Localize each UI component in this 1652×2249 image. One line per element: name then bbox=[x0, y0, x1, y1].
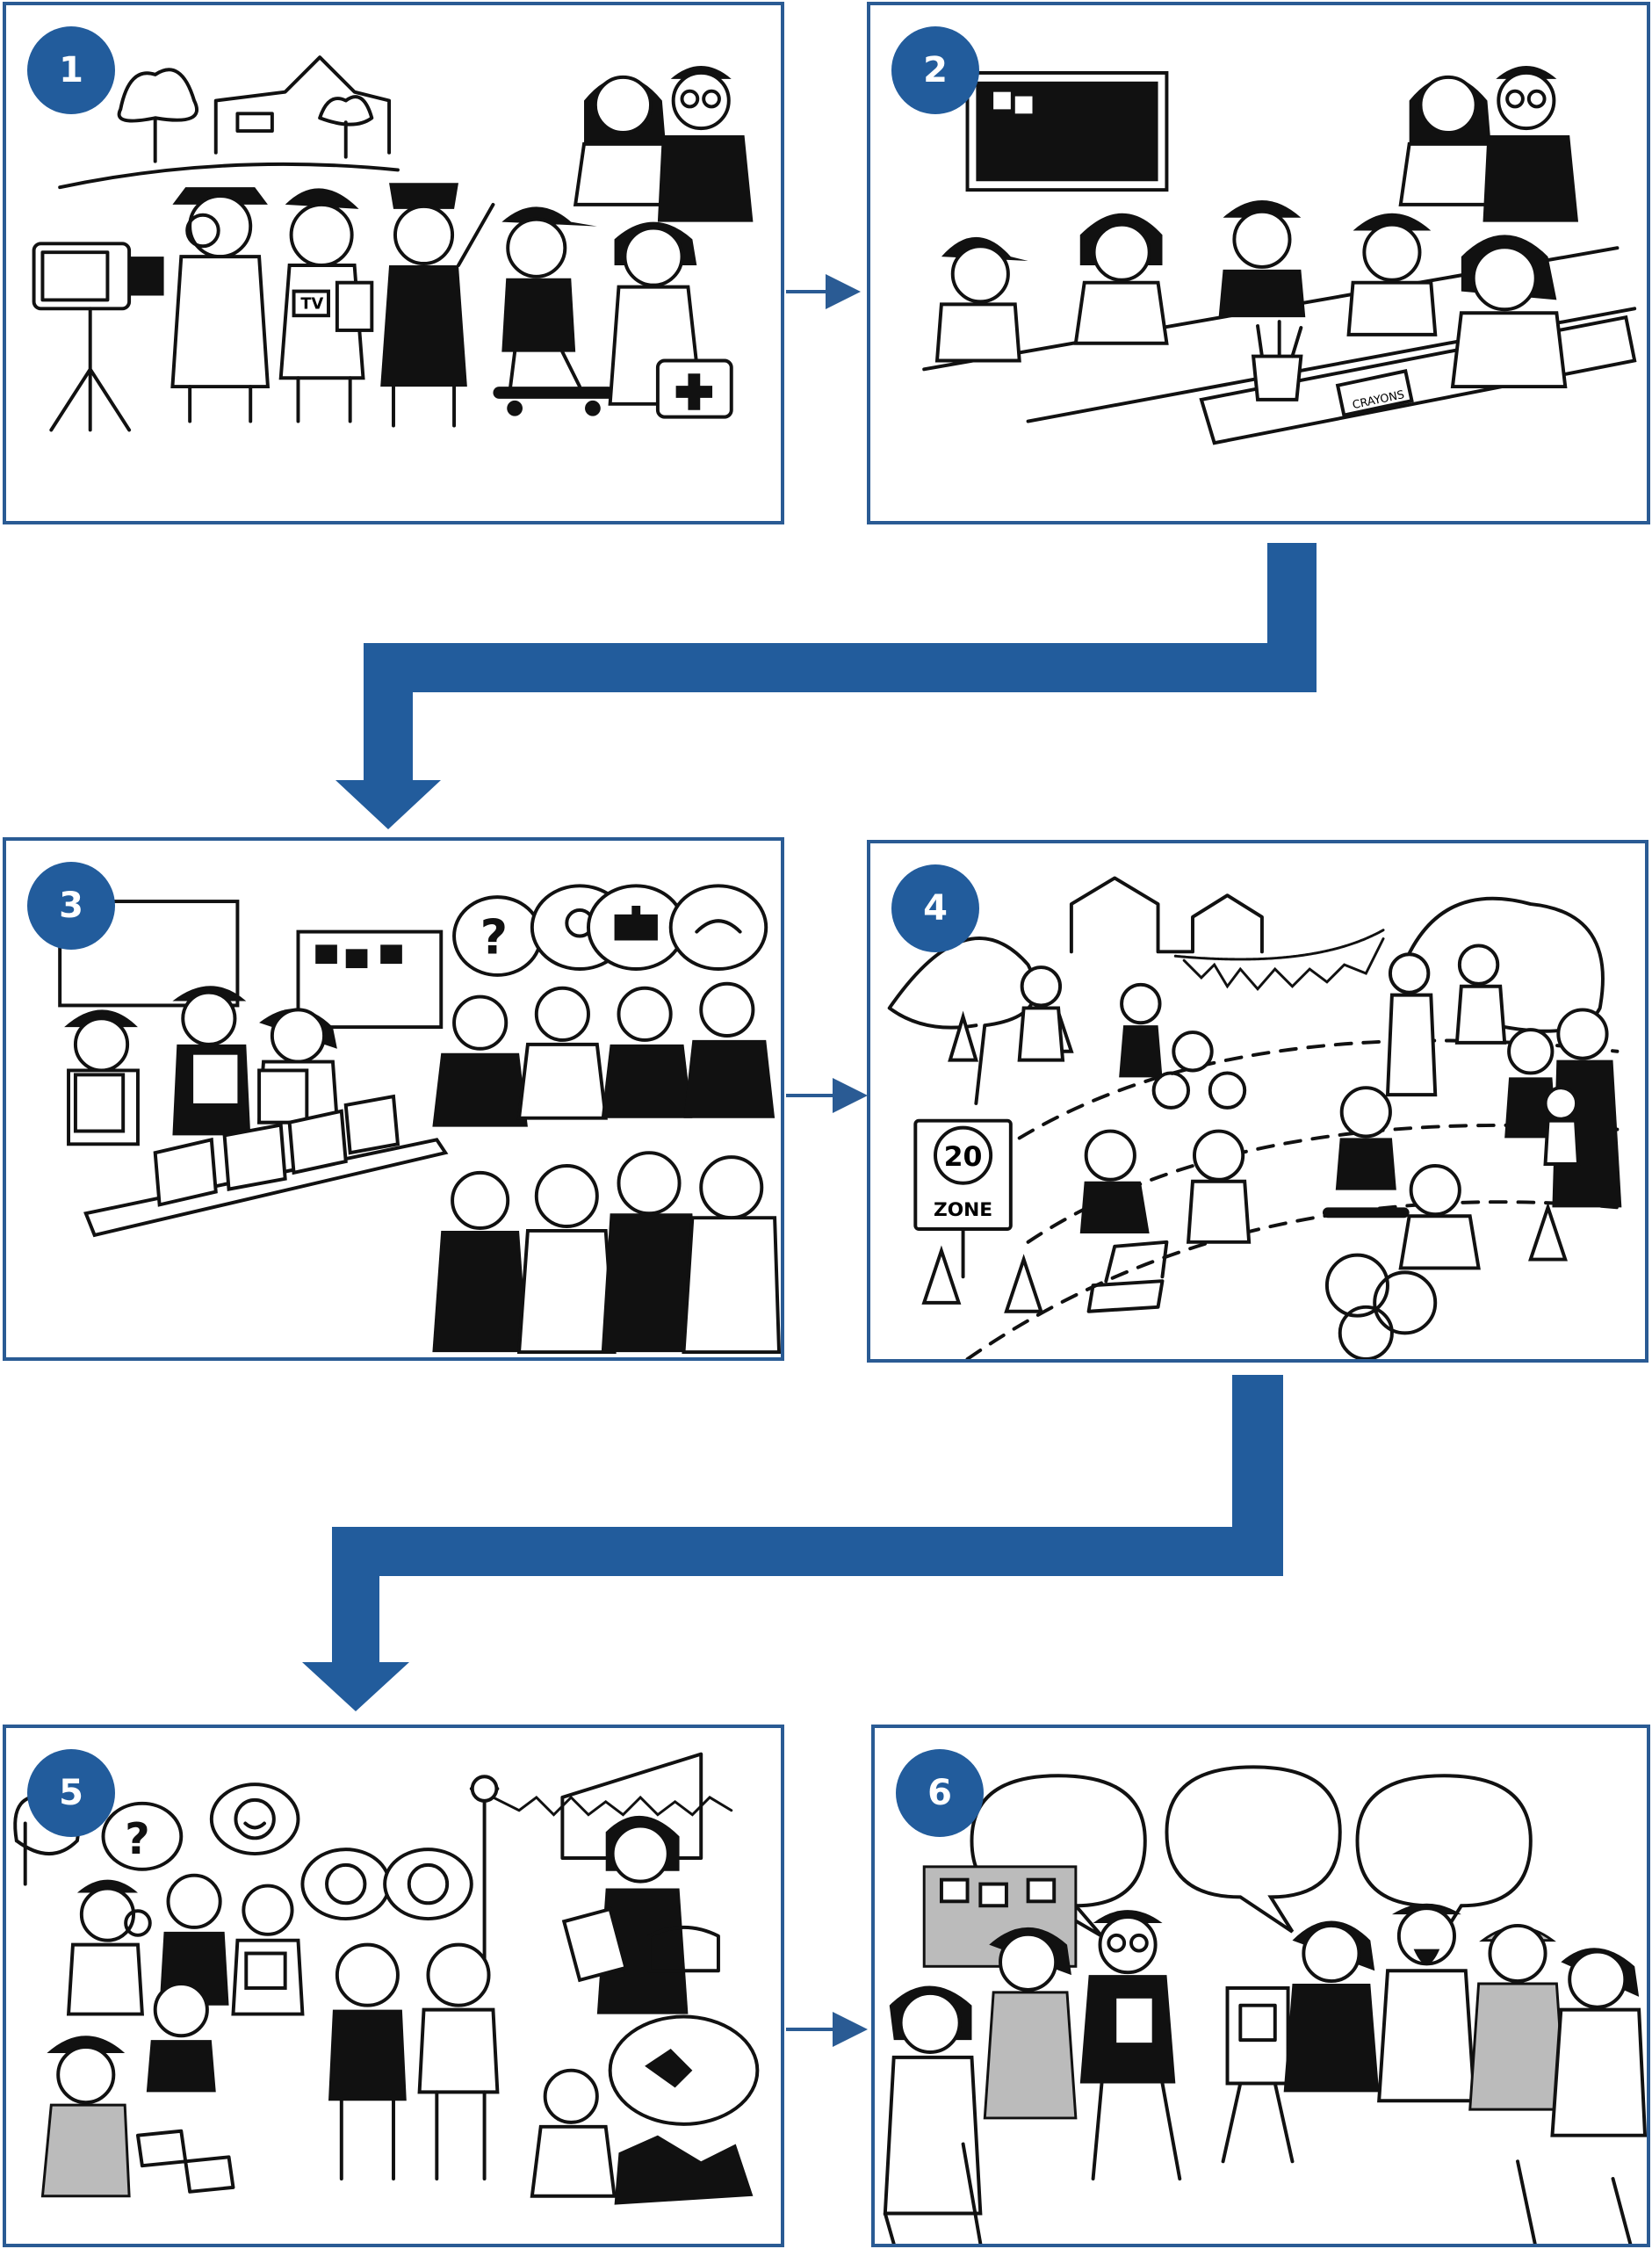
tv-label: TV bbox=[300, 295, 323, 313]
child-center bbox=[1218, 199, 1306, 318]
child-right bbox=[1346, 213, 1438, 336]
child-cap bbox=[934, 236, 1028, 363]
step-number-badge: 6 bbox=[896, 1749, 984, 1837]
speed-zone-sign: 20 ZONE bbox=[913, 1118, 1013, 1279]
svg-text:?: ? bbox=[480, 909, 508, 965]
community-roles-photo-icon: TV bbox=[32, 55, 754, 432]
step-panel-2: 2 bbox=[867, 2, 1650, 524]
elbow-arrow-2-to-3 bbox=[335, 543, 1317, 829]
step-panel-3: 3 ? bbox=[3, 837, 784, 1361]
step-number-badge: 1 bbox=[27, 26, 115, 114]
children-presenting-to-adults-icon: ? bbox=[58, 884, 781, 1355]
child-girl-front bbox=[1450, 235, 1568, 389]
elbow-arrow-4-to-5 bbox=[302, 1375, 1283, 1711]
children-evaluating-space-icon: ? bbox=[13, 1752, 760, 2205]
step-number-badge: 2 bbox=[891, 26, 979, 114]
child-doctor bbox=[608, 221, 733, 419]
children-drawing-class-icon: CRAYONS bbox=[922, 66, 1637, 445]
child-girl-left bbox=[1073, 213, 1169, 345]
step-number-badge: 5 bbox=[27, 1749, 115, 1837]
child-reporter: TV bbox=[278, 188, 374, 423]
step-number-badge: 3 bbox=[27, 862, 115, 950]
adult-woman bbox=[1398, 75, 1503, 206]
adult-man-glasses bbox=[1482, 66, 1579, 222]
adult-man-glasses bbox=[657, 66, 754, 222]
step-panel-6: 6 bbox=[871, 1725, 1650, 2247]
child-police bbox=[380, 183, 495, 428]
street-play-zone-icon: 20 ZONE bbox=[887, 876, 1622, 1359]
step-number-badge: 4 bbox=[891, 864, 979, 952]
seated-adults bbox=[432, 981, 781, 1355]
step-panel-4: 4 20 ZONE bbox=[867, 840, 1648, 1363]
sign-zone-label: ZONE bbox=[934, 1199, 992, 1221]
child-skater bbox=[493, 206, 615, 416]
sign-speed-value: 20 bbox=[944, 1141, 983, 1173]
step-panel-5: 5 ? bbox=[3, 1725, 784, 2247]
adults-discussion-circle-icon bbox=[883, 1765, 1647, 2244]
discussion-participants bbox=[883, 1903, 1647, 2216]
playing-children bbox=[1017, 965, 1481, 1270]
adult-woman bbox=[573, 75, 677, 206]
svg-text:?: ? bbox=[125, 1813, 150, 1864]
child-detective bbox=[170, 187, 271, 423]
step-panel-1: 1 TV bbox=[3, 2, 784, 524]
adult-with-clipboard bbox=[561, 1815, 689, 2014]
helping-adults bbox=[1385, 944, 1622, 1208]
evaluating-children bbox=[40, 1873, 754, 2205]
